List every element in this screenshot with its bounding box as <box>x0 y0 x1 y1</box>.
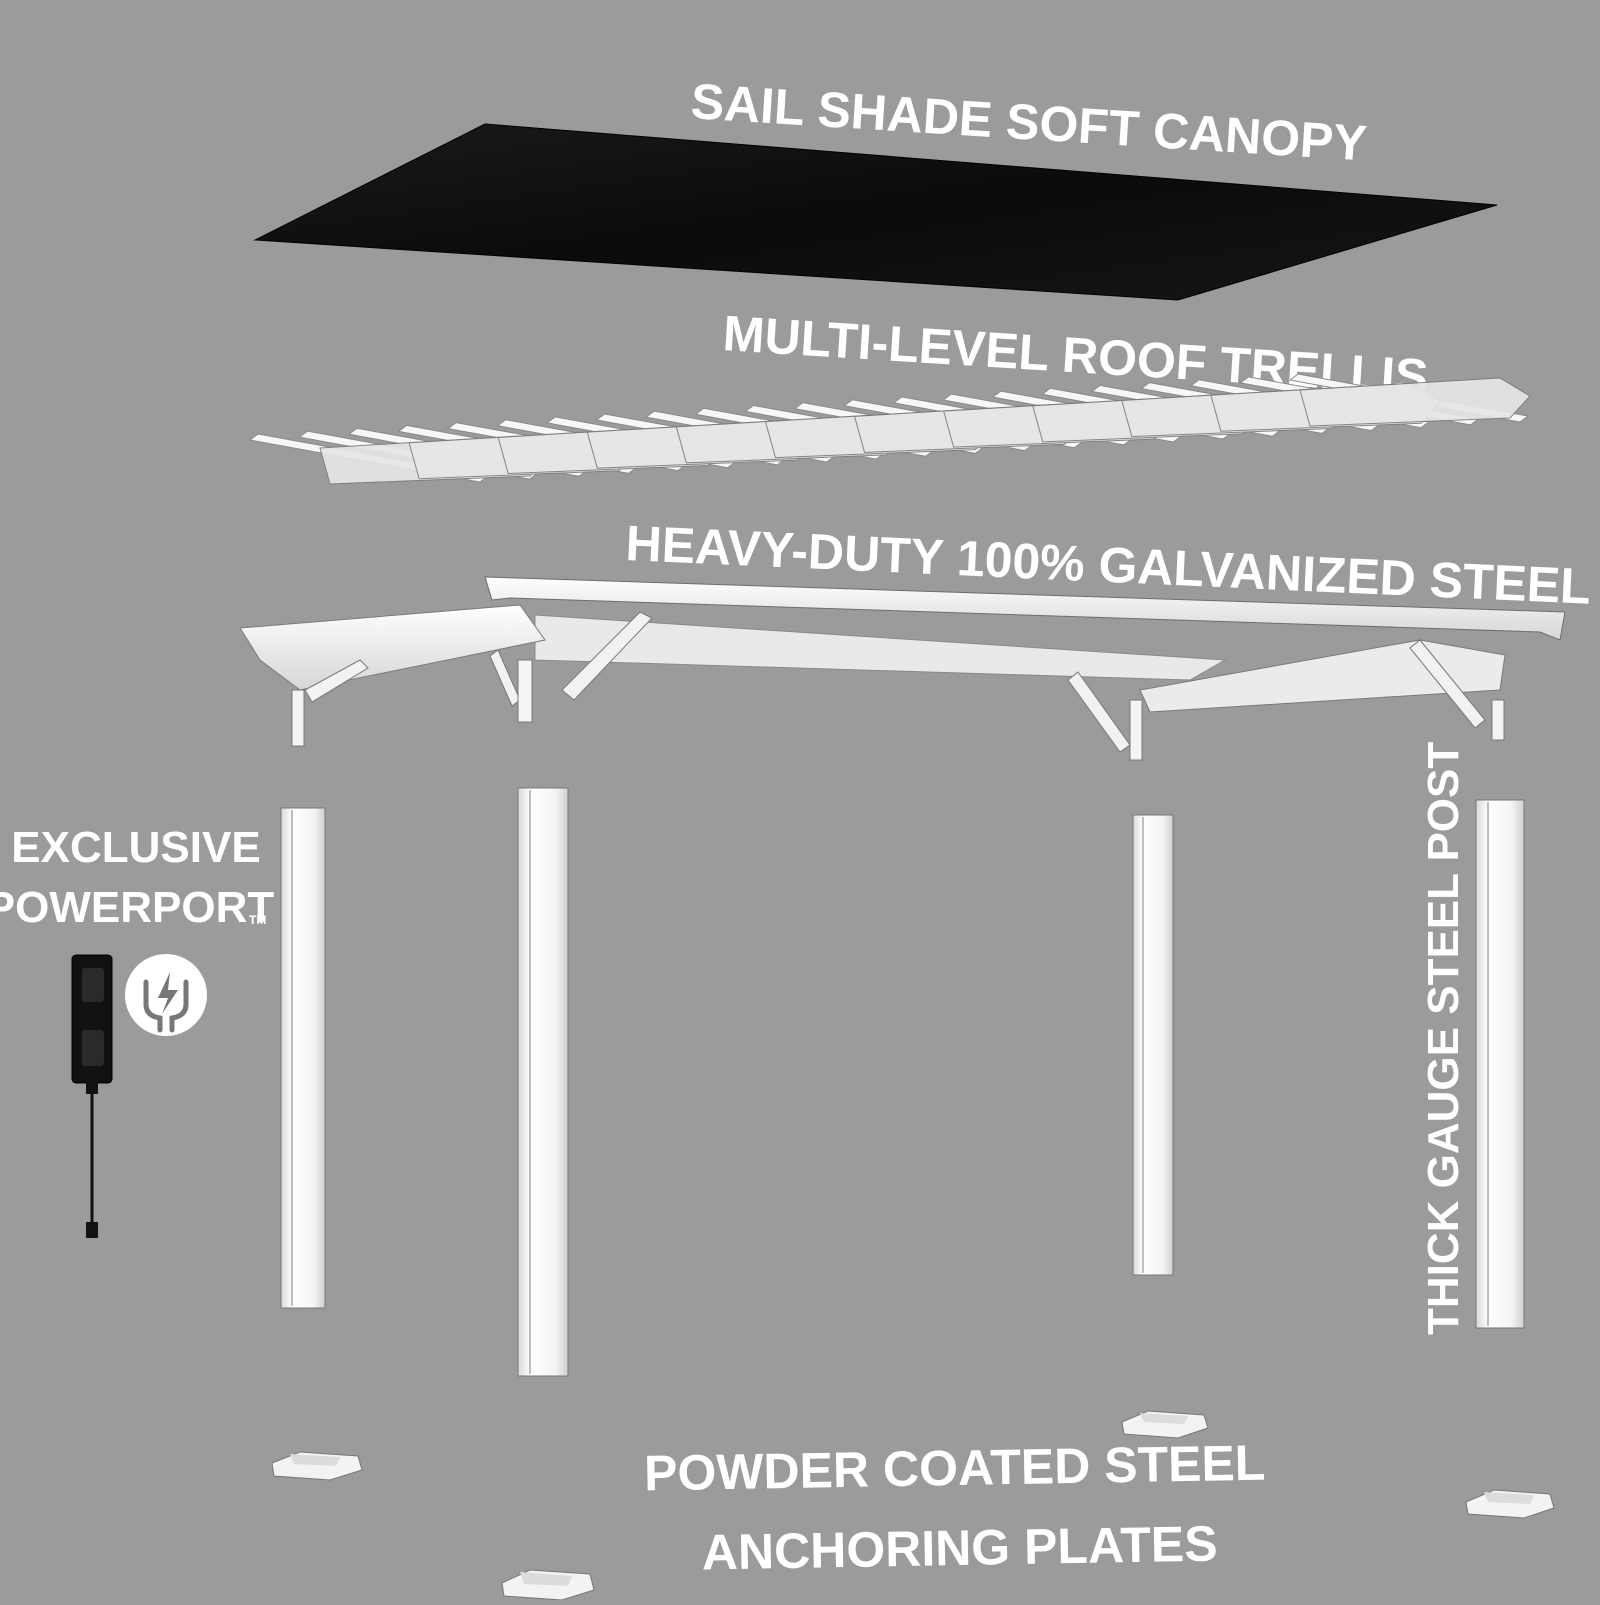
anchor-plate <box>501 1569 595 1601</box>
anchor-plate <box>271 1451 363 1481</box>
plates-label-line1: POWDER COATED STEEL <box>644 1435 1266 1502</box>
powerport-label-line2: POWERPORT <box>0 883 274 932</box>
post-label: THICK GAUGE STEEL POST <box>1419 742 1468 1335</box>
anchor-plate <box>1121 1410 1209 1439</box>
galvanized-steel-frame <box>239 576 1566 761</box>
trellis-rafter <box>1299 377 1531 427</box>
steel-post-left <box>280 807 326 1309</box>
power-plug-icon <box>125 954 207 1036</box>
anchor-plate <box>1465 1489 1555 1519</box>
powerport-label-line1: EXCLUSIVE <box>11 823 260 872</box>
roof-trellis <box>248 373 1531 485</box>
steel-post-back-right <box>1132 814 1174 1276</box>
plates-label-line2: ANCHORING PLATES <box>701 1516 1218 1581</box>
sail-shade-canopy <box>253 123 1498 301</box>
steel-post-right <box>1475 799 1525 1329</box>
powerport-outlet-icon <box>71 954 113 1238</box>
powerport-tm: TM <box>249 913 266 927</box>
steel-post-front-left <box>517 787 569 1377</box>
